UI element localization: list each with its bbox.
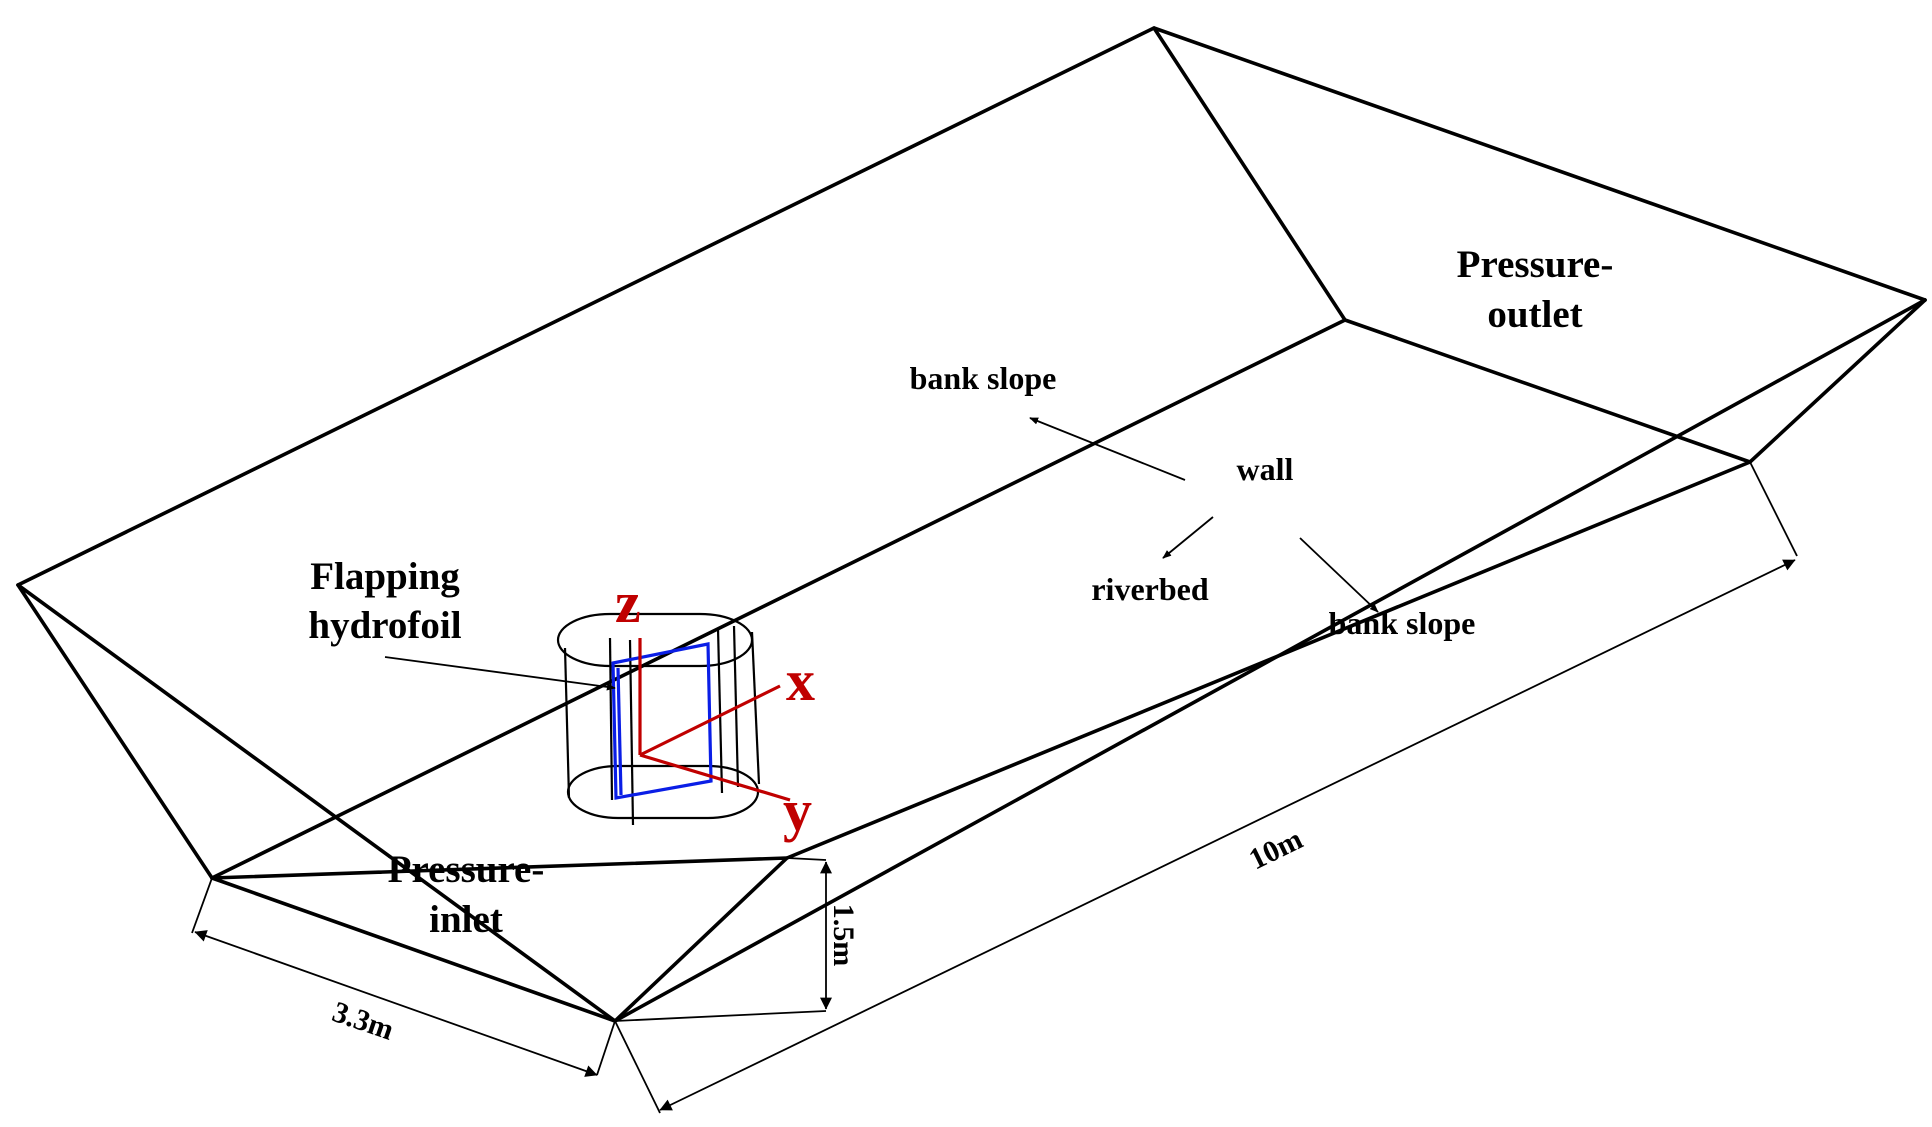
- riverbed-arrow: [1162, 516, 1214, 559]
- width-extension-line-right: [596, 1020, 616, 1076]
- width-dimension-label: 3.3m: [328, 995, 398, 1047]
- hydrofoil-enclosure: [556, 612, 761, 826]
- inlet-bottom-front-edge: [210, 876, 617, 1023]
- bank-slope-top-label: bank slope: [910, 360, 1057, 396]
- bank-slope-top-arrow: [1029, 417, 1186, 481]
- length-dimension-label: 10m: [1244, 823, 1308, 877]
- outlet-bottom-edge: [1343, 318, 1752, 464]
- pressure-inlet-label-line1: Pressure-: [388, 848, 545, 891]
- flapping-hydrofoil-label-line2: hydrofoil: [308, 604, 461, 647]
- length-extension-line-back: [1749, 461, 1798, 557]
- x-axis-label: x: [786, 648, 815, 713]
- bank-slope-bottom-label: bank slope: [1329, 605, 1476, 641]
- bank-slope-bottom-arrow: [1299, 537, 1379, 613]
- riverbed-label: riverbed: [1091, 571, 1209, 607]
- depth-extension-line-bottom: [614, 1010, 827, 1022]
- text-labels: Pressure- outlet Pressure- inlet Flappin…: [308, 243, 1613, 1047]
- annotation-arrows: [384, 417, 1379, 691]
- y-axis-line: [639, 753, 791, 802]
- depth-dimension-label: 1.5m: [827, 904, 860, 967]
- pressure-outlet-label-line1: Pressure-: [1457, 243, 1614, 286]
- dimension-lines: [191, 461, 1798, 1114]
- flapping-hydrofoil-label-line1: Flapping: [310, 555, 460, 598]
- outlet-left-edge: [1152, 26, 1347, 322]
- length-dimension-line: [659, 559, 1796, 1111]
- outlet-right-edge: [1748, 298, 1927, 464]
- pressure-outlet-label-line2: outlet: [1487, 293, 1582, 336]
- top-left-bank-edge: [16, 26, 1927, 587]
- pressure-inlet-label-line2: inlet: [429, 898, 503, 941]
- width-extension-line-left: [191, 877, 213, 934]
- wall-label: wall: [1237, 451, 1294, 487]
- hydrofoil-pointer-arrow: [384, 656, 616, 691]
- width-dimension-line: [194, 930, 598, 1077]
- coordinate-axes: z x y: [615, 570, 815, 843]
- length-extension-line-front: [614, 1020, 661, 1114]
- hydrofoil-inner-edge: [616, 667, 623, 796]
- depth-extension-line-top: [786, 857, 827, 861]
- channel-edges: [16, 26, 1927, 1023]
- y-axis-label: y: [783, 778, 812, 843]
- z-axis-label: z: [615, 570, 641, 635]
